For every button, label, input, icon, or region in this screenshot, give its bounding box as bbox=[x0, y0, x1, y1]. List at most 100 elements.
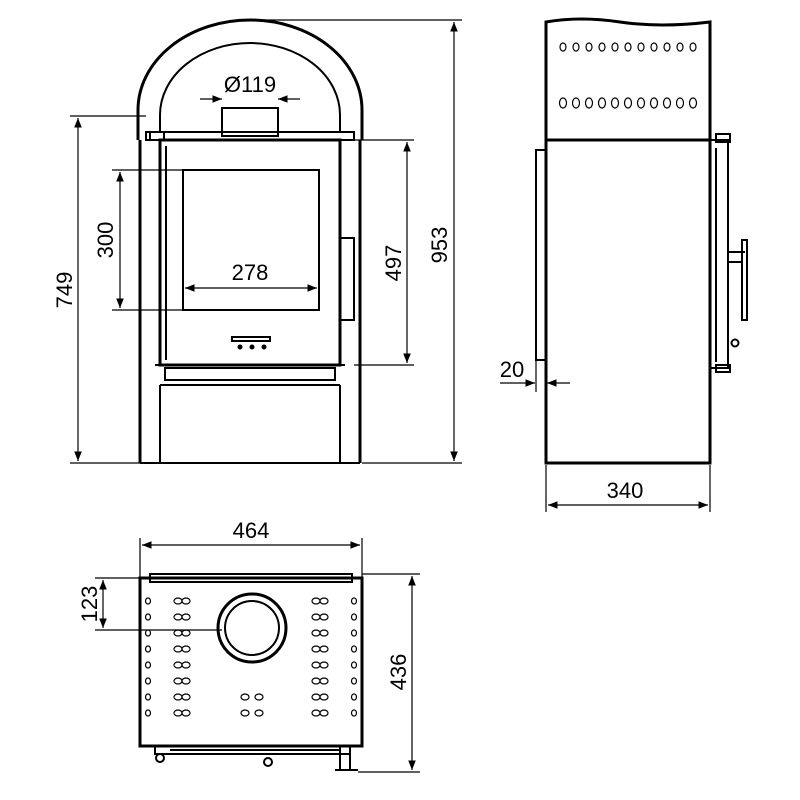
control-dot-1 bbox=[237, 344, 243, 350]
vent-hole bbox=[311, 661, 321, 669]
door-handle bbox=[339, 237, 355, 321]
top-foot-right bbox=[339, 745, 351, 771]
vent-hole bbox=[675, 97, 685, 109]
top-foot-mid bbox=[263, 757, 273, 767]
vent-hole bbox=[689, 42, 697, 52]
vent-hole bbox=[319, 645, 329, 653]
vent-hole bbox=[181, 677, 191, 685]
air-control-slider bbox=[231, 336, 271, 342]
vent-hole bbox=[350, 613, 358, 621]
dim-door-height: 497 bbox=[381, 245, 406, 282]
front-view: Ø119 300 278 749 497 953 bbox=[52, 18, 462, 464]
vent-hole bbox=[649, 97, 659, 109]
dim-window-height: 300 bbox=[93, 222, 118, 259]
vent-hole bbox=[173, 709, 183, 717]
vent-hole bbox=[598, 42, 606, 52]
vent-hole bbox=[559, 42, 567, 52]
vent-hole bbox=[319, 693, 329, 701]
side-handle-grip bbox=[741, 239, 748, 321]
vent-hole bbox=[144, 597, 152, 605]
front-door bbox=[158, 138, 342, 367]
vent-hole bbox=[311, 597, 321, 605]
vent-hole bbox=[319, 629, 329, 637]
vent-hole bbox=[173, 661, 183, 669]
vent-hole bbox=[350, 645, 358, 653]
vent-hole bbox=[181, 693, 191, 701]
vent-hole bbox=[319, 613, 329, 621]
vent-hole bbox=[181, 629, 191, 637]
vent-hole bbox=[350, 629, 358, 637]
vent-hole bbox=[240, 709, 250, 717]
front-flue-pipe bbox=[221, 107, 279, 137]
vent-hole bbox=[173, 677, 183, 685]
vent-hole bbox=[181, 597, 191, 605]
dim-width: 464 bbox=[233, 518, 270, 543]
top-flue-outer bbox=[216, 592, 288, 664]
vent-hole bbox=[624, 42, 632, 52]
vent-hole bbox=[572, 42, 580, 52]
control-dot-3 bbox=[261, 344, 267, 350]
vent-holes bbox=[144, 42, 698, 717]
vent-hole bbox=[319, 677, 329, 685]
dim-flue-offset: 123 bbox=[77, 586, 102, 623]
vent-hole bbox=[240, 693, 250, 701]
top-view: 464 123 436 bbox=[77, 518, 420, 773]
side-body bbox=[544, 138, 712, 465]
top-foot-left bbox=[155, 753, 165, 763]
front-arch-inner bbox=[159, 42, 341, 132]
vent-hole bbox=[319, 709, 329, 717]
vent-hole bbox=[144, 613, 152, 621]
vent-hole bbox=[181, 613, 191, 621]
dim-total-height: 953 bbox=[427, 227, 452, 264]
vent-hole bbox=[173, 629, 183, 637]
vent-hole bbox=[558, 97, 568, 109]
side-upper-housing bbox=[544, 17, 712, 140]
dim-top-depth: 436 bbox=[386, 654, 411, 691]
vent-hole bbox=[571, 97, 581, 109]
dim-depth: 340 bbox=[607, 478, 644, 503]
vent-hole bbox=[319, 661, 329, 669]
vent-hole bbox=[181, 709, 191, 717]
vent-hole bbox=[623, 97, 633, 109]
side-rear-foot bbox=[715, 364, 731, 373]
vent-hole bbox=[144, 677, 152, 685]
vent-hole bbox=[350, 709, 358, 717]
door-hinge-top bbox=[149, 131, 165, 141]
control-dot-2 bbox=[249, 344, 255, 350]
vent-hole bbox=[311, 645, 321, 653]
vent-hole bbox=[311, 629, 321, 637]
vent-hole bbox=[688, 97, 698, 109]
vent-hole bbox=[350, 677, 358, 685]
vent-hole bbox=[173, 613, 183, 621]
vent-hole bbox=[144, 693, 152, 701]
top-flue-inner bbox=[224, 600, 280, 656]
side-door-panel bbox=[535, 149, 547, 361]
vent-hole bbox=[350, 693, 358, 701]
vent-hole bbox=[350, 661, 358, 669]
side-view: 20 340 bbox=[500, 17, 748, 512]
dim-flue-diameter: Ø119 bbox=[224, 72, 276, 97]
vent-hole bbox=[173, 645, 183, 653]
vent-hole bbox=[181, 645, 191, 653]
vent-hole bbox=[611, 42, 619, 52]
vent-hole bbox=[319, 597, 329, 605]
vent-hole bbox=[311, 613, 321, 621]
side-rear-cap bbox=[715, 133, 731, 143]
vent-hole bbox=[311, 709, 321, 717]
vent-hole bbox=[181, 661, 191, 669]
vent-hole bbox=[636, 97, 646, 109]
vent-hole bbox=[676, 42, 684, 52]
vent-hole bbox=[610, 97, 620, 109]
vent-hole bbox=[662, 97, 672, 109]
vent-hole bbox=[144, 661, 152, 669]
vent-hole bbox=[144, 629, 152, 637]
side-knob bbox=[730, 338, 740, 348]
dim-side-height: 749 bbox=[52, 272, 77, 309]
vent-hole bbox=[144, 709, 152, 717]
dim-window-width: 278 bbox=[232, 260, 269, 285]
ash-drawer-lip bbox=[164, 367, 336, 381]
vent-hole bbox=[585, 42, 593, 52]
vent-hole bbox=[144, 645, 152, 653]
vent-hole bbox=[173, 597, 183, 605]
